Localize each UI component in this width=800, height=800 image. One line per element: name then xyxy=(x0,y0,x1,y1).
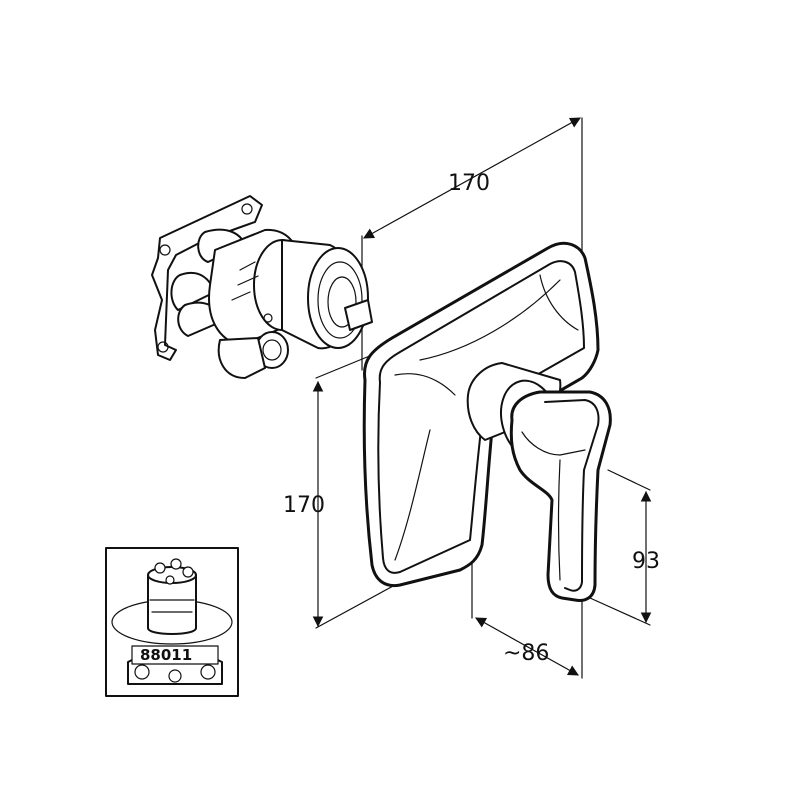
cartridge-core xyxy=(327,276,357,328)
inset-cartridge-body xyxy=(147,574,197,635)
mount-hole-bottom xyxy=(157,341,169,353)
bottom-outlet xyxy=(217,337,266,379)
dimension-label-lever: 93 xyxy=(632,549,660,574)
cartridge-front-rim xyxy=(307,247,369,349)
mount-hole-top xyxy=(241,203,253,215)
bottom-nut-inner xyxy=(262,339,282,361)
inset-knob-1 xyxy=(154,562,166,574)
dimension-left-height: 170 xyxy=(283,354,396,629)
inset-frame xyxy=(105,547,239,697)
inset-port-right xyxy=(200,664,216,680)
lever-handle-detail xyxy=(521,431,586,456)
dimension-top-width: 170 xyxy=(361,117,583,371)
rough-in-valve-body xyxy=(151,195,373,379)
dimension-line-depth xyxy=(475,617,579,676)
face-curve-lower-left xyxy=(394,429,431,561)
cartridge-inner-rim xyxy=(317,261,363,339)
body-detail-lines xyxy=(231,261,259,301)
extension-line-lever-bottom xyxy=(589,597,651,626)
face-curve-upper-right xyxy=(539,274,579,331)
inset-label-plate xyxy=(131,645,219,665)
inset-knob-3 xyxy=(182,566,194,578)
lever-handle-bevel xyxy=(544,399,600,592)
inset-cartridge-lines xyxy=(149,599,195,613)
face-curve-upper-left xyxy=(394,373,456,396)
dimension-label-top: 170 xyxy=(448,171,490,196)
extension-line-lever-top xyxy=(607,469,651,491)
face-curve-top xyxy=(419,279,561,361)
trim-plate-bevel xyxy=(377,260,585,574)
inset-box: 88011 xyxy=(105,547,239,697)
dimension-line-top xyxy=(363,117,581,239)
spindle xyxy=(344,299,373,331)
pipe-stub-left xyxy=(170,272,216,311)
inset-knob-2 xyxy=(170,558,182,570)
extension-line-bottom xyxy=(315,584,396,629)
mounting-bracket xyxy=(151,195,263,361)
inset-port-left xyxy=(134,664,150,680)
dimension-label-depth: ~86 xyxy=(503,641,549,666)
lever-handle-ridge xyxy=(557,459,561,581)
lever-handle xyxy=(509,390,612,602)
inset-port-center xyxy=(168,669,182,683)
mount-hole-left xyxy=(159,244,171,256)
inset-knob-4 xyxy=(165,575,175,585)
dimension-lever-height: 93 xyxy=(589,469,660,626)
inset-part-number: 88011 xyxy=(140,646,192,664)
trim-plate-assembly xyxy=(362,241,612,602)
extension-line-top xyxy=(315,354,373,379)
dimension-label-left: 170 xyxy=(283,493,325,518)
screw-detail xyxy=(263,313,273,323)
